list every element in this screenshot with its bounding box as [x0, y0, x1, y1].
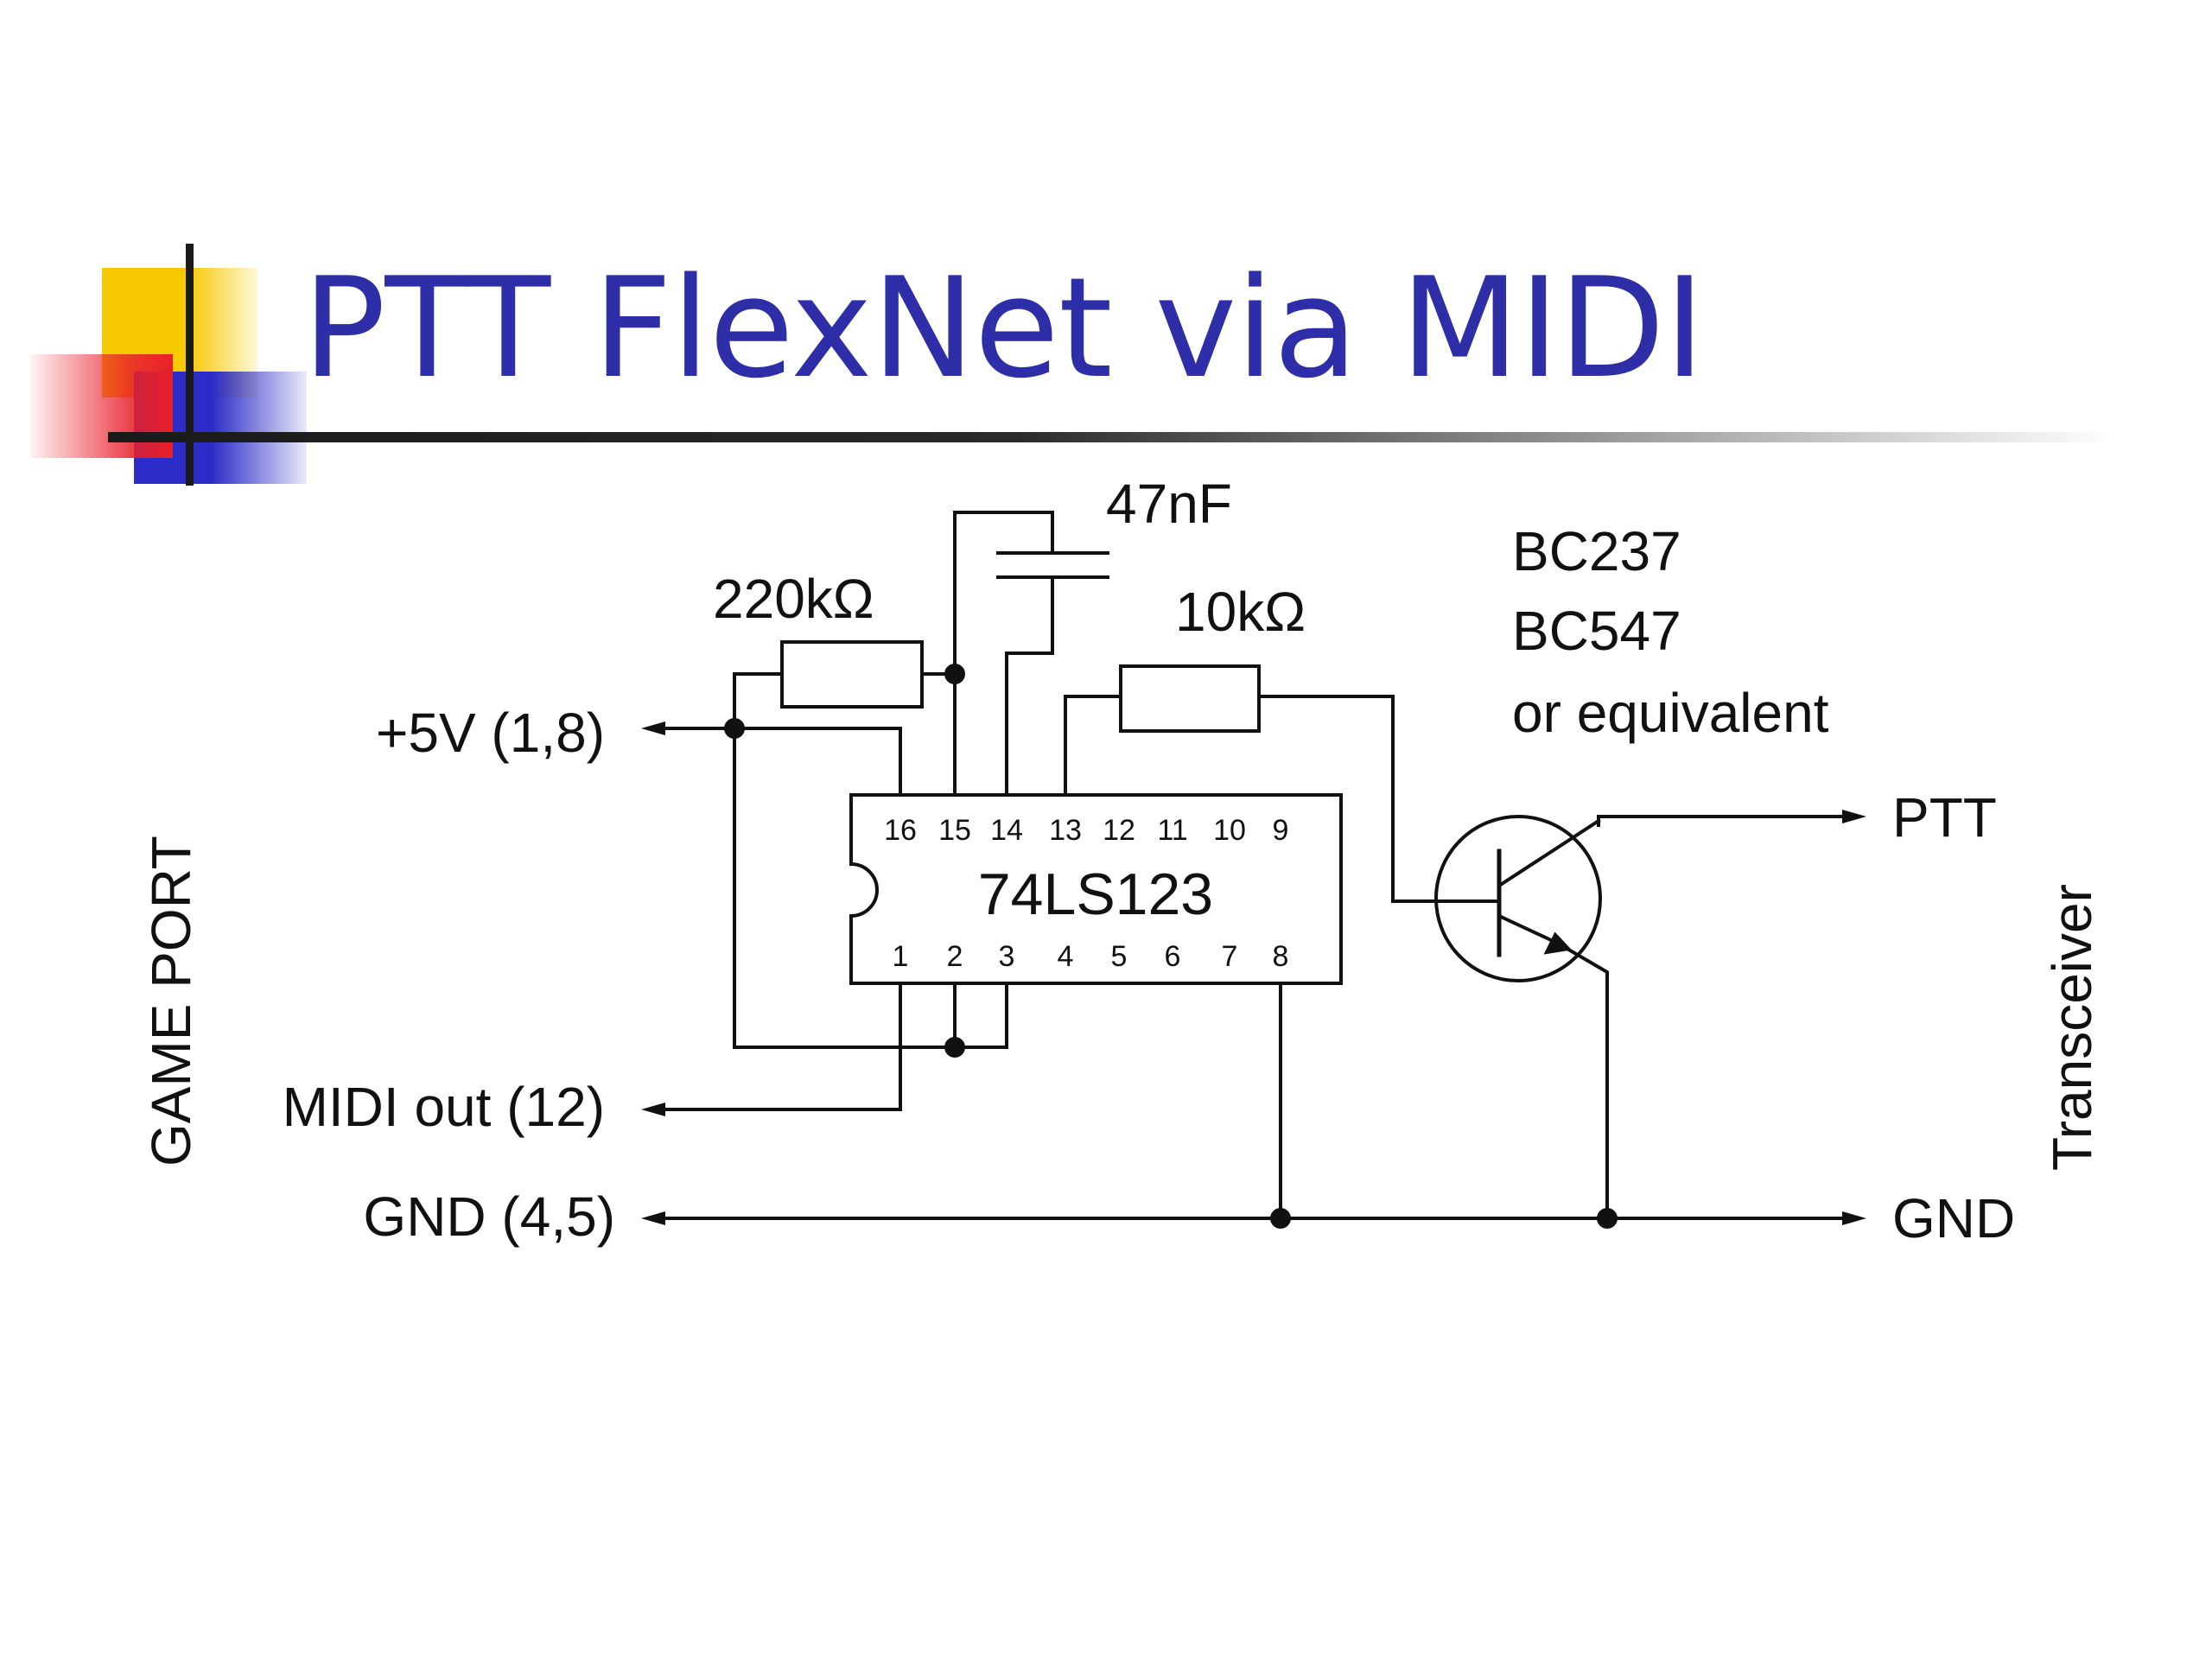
ic-pin-16: 16 [884, 814, 917, 847]
title-rule [108, 432, 2117, 442]
junction-5v [724, 718, 745, 739]
ic-pin-10: 10 [1213, 814, 1246, 847]
wire-emitter-gnd [1553, 939, 1609, 1220]
ic-pin-4: 4 [1058, 940, 1074, 973]
wire-pin13-r2 [1064, 695, 1122, 797]
junction-gnd-transistor [1597, 1208, 1618, 1229]
label-gnd-left: GND (4,5) [363, 1185, 615, 1248]
transistor-body [1434, 815, 1602, 982]
ic-pin-labels-bottom: 1 2 3 4 5 6 7 8 [893, 940, 1289, 973]
label-midi-out: MIDI out (12) [283, 1076, 605, 1138]
label-bc237: BC237 [1512, 520, 1681, 582]
wire-cap-pin14 [1005, 575, 1054, 797]
label-r1: 220kΩ [713, 568, 874, 630]
transistor-emitter-arrow [1543, 931, 1573, 955]
ic-pin-3: 3 [999, 940, 1015, 973]
ic-pin-15: 15 [938, 814, 971, 847]
label-game-port: GAME PORT [140, 836, 202, 1166]
junction-pin15 [944, 664, 965, 684]
resistor-220k [780, 640, 924, 709]
label-transceiver: Transceiver [2041, 884, 2103, 1171]
label-plus5v: +5V (1,8) [376, 702, 605, 764]
ic-pin-12: 12 [1103, 814, 1135, 847]
junction-gnd-ic [1270, 1208, 1291, 1229]
label-c1: 47nF [1106, 473, 1232, 535]
wire-5v-to-pin3 [733, 727, 1008, 1049]
ic-pin-5: 5 [1111, 940, 1128, 973]
ic-pin-14: 14 [990, 814, 1023, 847]
deco-vertical-line [186, 244, 194, 486]
label-ptt: PTT [1892, 786, 1997, 849]
ic-pin-11: 11 [1157, 814, 1187, 847]
wire-collector-ptt [1597, 815, 1859, 827]
ic-74ls123-body [849, 793, 1343, 985]
transistor-collector-lead [1497, 818, 1601, 888]
label-bc547: BC547 [1512, 600, 1681, 662]
label-gnd-right: GND [1892, 1187, 2015, 1249]
label-ic: 74LS123 [978, 861, 1213, 927]
junction-pin2 [944, 1037, 965, 1058]
ic-pin-9: 9 [1273, 814, 1289, 847]
ic-pin-7: 7 [1222, 940, 1238, 973]
ic-pin-6: 6 [1165, 940, 1181, 973]
wire-midi-out [648, 982, 902, 1111]
wire-pin15-cap [953, 511, 1054, 797]
wire-r2-base [1257, 695, 1501, 903]
label-r2: 10kΩ [1175, 581, 1306, 643]
slide-title: PTT FlexNet via MIDI [302, 247, 1705, 409]
arrow-gnd-right [1842, 1211, 1866, 1225]
arrow-5v [641, 721, 665, 735]
resistor-10k [1119, 664, 1261, 733]
label-or-equivalent: or equivalent [1512, 682, 1829, 744]
arrow-gnd-left [641, 1211, 665, 1225]
wire-5v-to-r1 [733, 672, 784, 730]
ic-pin-8: 8 [1273, 940, 1289, 973]
ic-pin-2: 2 [947, 940, 963, 973]
ic-pin-13: 13 [1049, 814, 1082, 847]
ic-pin-labels-top: 16 15 14 13 12 11 10 9 [884, 814, 1288, 847]
ic-pin-1: 1 [893, 940, 909, 973]
arrow-ptt [1842, 810, 1866, 823]
arrow-midi [641, 1103, 665, 1116]
